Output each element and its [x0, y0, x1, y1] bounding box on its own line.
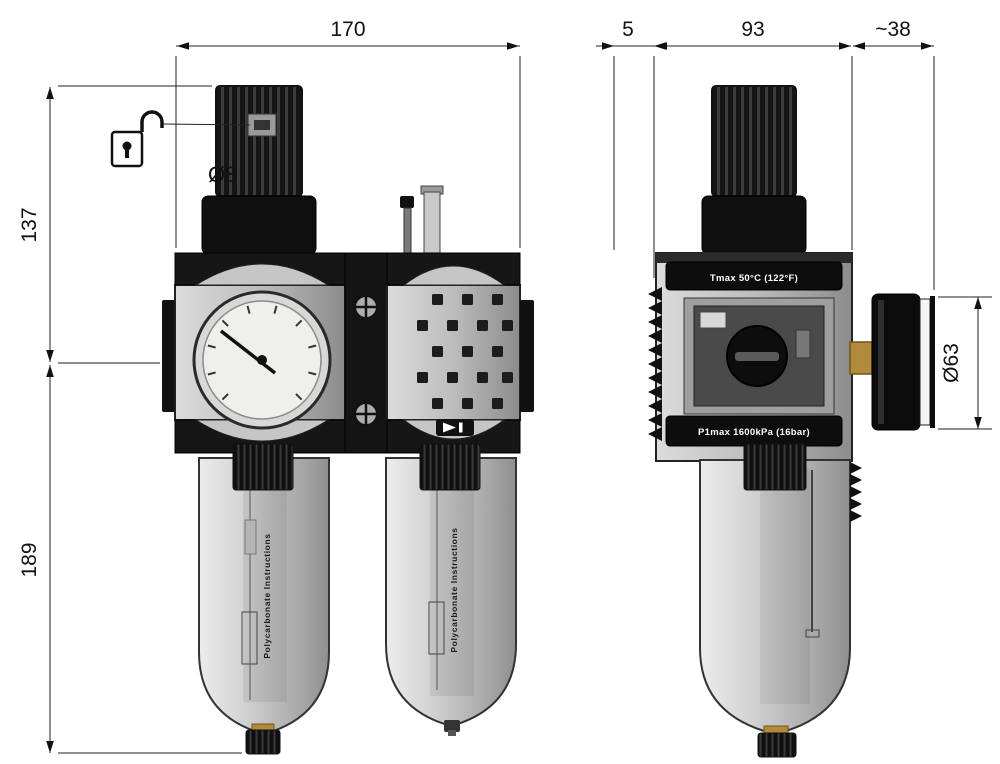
- sight-glass: [428, 601, 445, 655]
- drain-knob: [757, 732, 797, 758]
- bowl-clamp-ring: [232, 443, 294, 491]
- dim-189-label: 189: [18, 542, 41, 577]
- dimension-total-width: 170: [175, 18, 521, 248]
- front-view: Polycarbonate Instructions Polycarbonate…: [162, 85, 534, 755]
- lubricator-head-front: [386, 185, 534, 454]
- dimension-upper-height: 137: [18, 85, 212, 364]
- dim-38-label: ~38: [875, 18, 911, 41]
- drain-serration: [850, 462, 862, 522]
- dim-5-label: 5: [622, 18, 634, 41]
- dimensions: 170 5 93 ~38: [18, 18, 992, 754]
- knob-collar-front: [201, 195, 317, 255]
- pmax-label: P1max 1600kPa (16bar): [698, 427, 810, 438]
- left-port-tab: [162, 300, 176, 412]
- dim-knob-dia-label: Ø8: [208, 162, 237, 187]
- knob-diameter-annotation: Ø8: [110, 110, 251, 187]
- dimension-bowl-height: 189: [18, 365, 242, 754]
- filter-bowl-front: Polycarbonate Instructions: [198, 443, 330, 755]
- gauge-needle: [219, 329, 277, 375]
- body-side: Tmax 50°C (122°F) P1max 1600kPa (16bar): [648, 252, 853, 462]
- dimension-offset: 5: [596, 18, 672, 278]
- bowl-side: [699, 443, 862, 758]
- bowl-left-label: Polycarbonate Instructions: [262, 533, 272, 658]
- dimension-gauge-depth: ~38: [853, 18, 935, 290]
- knob-collar-side: [701, 195, 807, 255]
- bowl-nub: [444, 720, 460, 732]
- lubricator-bowl-front: Polycarbonate Instructions: [385, 443, 517, 736]
- dimension-gauge-diameter: Ø63: [938, 296, 992, 430]
- flow-direction-icon: [436, 419, 474, 436]
- lubricator-vent-grid: [417, 294, 513, 409]
- right-port-tab: [520, 300, 534, 412]
- pressure-gauge-front: [192, 290, 332, 430]
- dimension-body-width: 93: [655, 18, 853, 250]
- gauge-ticks: [207, 305, 317, 401]
- oil-adjust-knob: [400, 196, 414, 208]
- tmax-label: Tmax 50°C (122°F): [710, 273, 798, 284]
- regulator-knob-front: [201, 85, 317, 255]
- dim-137-label: 137: [18, 207, 41, 242]
- bowl-clamp-ring: [419, 443, 481, 491]
- mounting-serration: [648, 287, 662, 441]
- dim-170-label: 170: [330, 18, 365, 41]
- module-joint-panel: [344, 252, 388, 454]
- unlock-icon: [110, 110, 164, 168]
- sight-glass: [241, 611, 258, 665]
- dim-93-label: 93: [741, 18, 764, 41]
- side-view: Tmax 50°C (122°F) P1max 1600kPa (16bar): [648, 85, 935, 758]
- tmax-band: [665, 261, 843, 291]
- drain-knob: [245, 729, 281, 755]
- regulator-knob-side: [701, 85, 807, 255]
- pressure-gauge-side: [849, 293, 935, 431]
- bowl-clamp-ring: [743, 443, 807, 491]
- bowl-right-label: Polycarbonate Instructions: [449, 527, 459, 652]
- gauge-fitting-brass: [849, 341, 873, 375]
- leader-line: [162, 123, 251, 126]
- dim-gauge-dia-label: Ø63: [940, 343, 963, 383]
